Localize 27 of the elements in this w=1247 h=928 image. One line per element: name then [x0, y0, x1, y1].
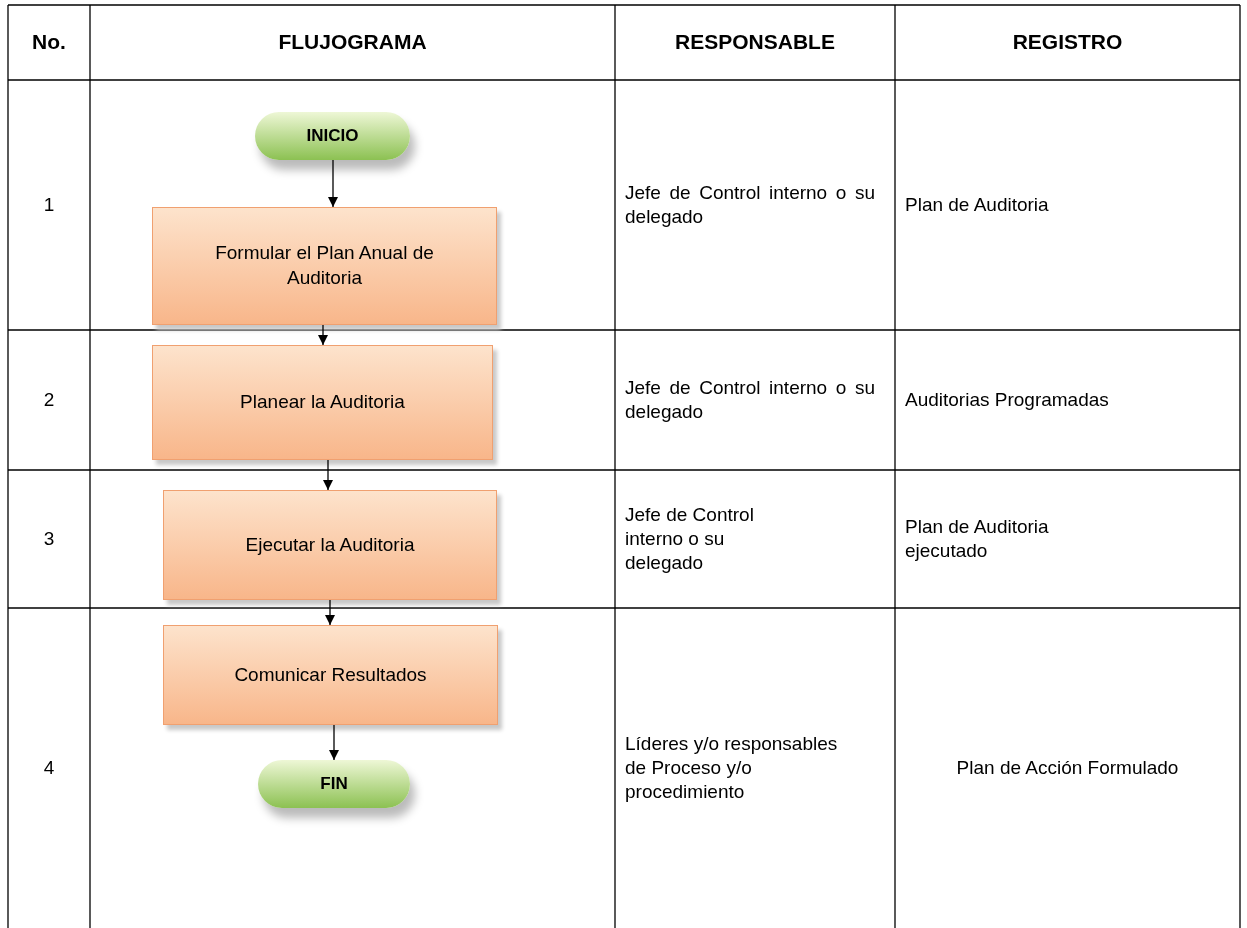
terminal-pill: INICIO [255, 112, 410, 160]
arrow [323, 459, 333, 491]
process-box: Comunicar Resultados [163, 625, 498, 725]
record-text: Plan de Auditoria [905, 193, 1049, 217]
record-text: Auditorias Programadas [905, 388, 1109, 412]
record-text: Plan de Auditoria ejecutado [905, 515, 1050, 563]
terminal-pill: FIN [258, 760, 410, 808]
column-header: REGISTRO [1012, 29, 1123, 56]
process-box: Ejecutar la Auditoria [163, 490, 497, 600]
row-number: 3 [43, 527, 55, 551]
arrow [318, 324, 328, 346]
arrow [329, 724, 339, 761]
arrow [328, 159, 338, 208]
column-header: No. [32, 29, 66, 56]
arrow [325, 599, 335, 626]
responsible-text: Jefe de Control interno o su delegado [625, 376, 875, 424]
process-box: Planear la Auditoria [152, 345, 493, 460]
responsible-text: Líderes y/o responsables de Proceso y/o procedimiento [625, 732, 839, 804]
column-header: FLUJOGRAMA [278, 29, 427, 56]
row-number: 2 [43, 388, 55, 412]
responsible-text: Jefe de Control interno o su delegado [625, 181, 875, 229]
responsible-text: Jefe de Control interno o su delegado [625, 503, 755, 575]
process-box: Formular el Plan Anual de Auditoria [152, 207, 497, 325]
row-number: 1 [43, 193, 55, 217]
row-number: 4 [43, 756, 55, 780]
column-header: RESPONSABLE [675, 29, 835, 56]
record-text: Plan de Acción Formulado [956, 756, 1179, 780]
